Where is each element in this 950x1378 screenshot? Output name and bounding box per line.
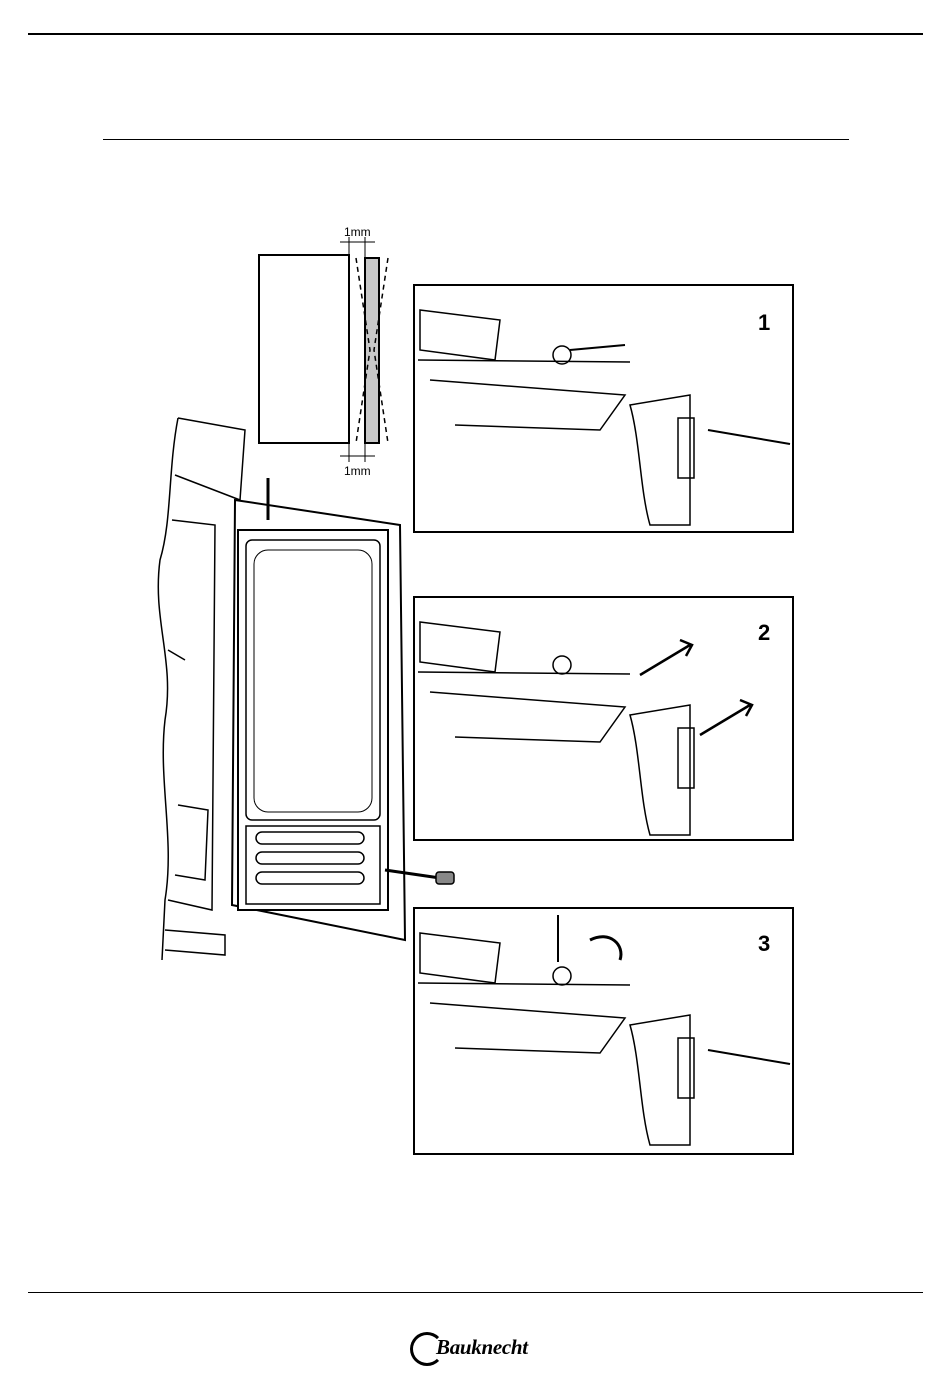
dimension-label-top: 1mm	[344, 225, 371, 239]
brand-logo: Bauknecht	[408, 1330, 548, 1370]
appliance-with-door	[158, 418, 454, 960]
step-panel-2	[414, 597, 793, 840]
step-panel-1	[414, 285, 793, 532]
gap-diagram	[259, 237, 388, 462]
dimension-label-bottom: 1mm	[344, 464, 371, 478]
step-number-2: 2	[758, 620, 770, 645]
footer-rule	[28, 1292, 923, 1293]
step-number-3: 3	[758, 931, 770, 956]
step-number-1: 1	[758, 310, 770, 335]
brand-name: Bauknecht	[436, 1335, 528, 1360]
step-panel-3	[414, 908, 793, 1154]
